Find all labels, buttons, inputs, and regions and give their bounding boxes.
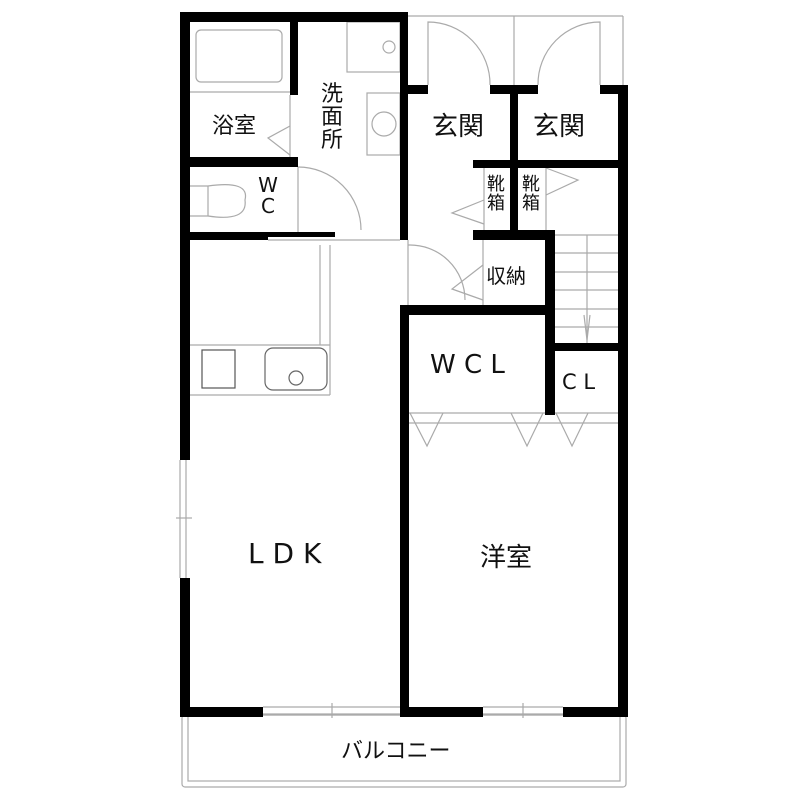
room-label-washroom: 洗 面 所: [320, 82, 343, 154]
wall-right: [618, 85, 628, 717]
wall-storage-top: [473, 230, 555, 240]
wall-washroom-right: [400, 12, 408, 240]
wall-entrance-top-right: [600, 85, 628, 94]
room-label-shoebox-1: 靴 箱: [487, 174, 505, 214]
wall-bottom-left: [180, 707, 263, 717]
room-label-closet: C L: [562, 370, 596, 394]
wall-top: [180, 12, 408, 22]
room-label-storage: 収納: [486, 264, 526, 288]
wall-bath-divider: [290, 22, 298, 95]
room-label-entrance-2: 玄関: [533, 112, 586, 142]
wall-bath-wc: [180, 157, 298, 167]
room-label-ldk: L D K: [248, 537, 322, 570]
room-label-bathroom: 浴室: [212, 114, 257, 139]
wall-stair-bottom: [545, 343, 628, 351]
room-label-shoebox-2: 靴 箱: [522, 174, 540, 214]
room-label-walk-in-closet: W C L: [430, 350, 505, 380]
room-label-entrance-1: 玄関: [432, 112, 485, 142]
wall-wcl-top: [400, 305, 555, 315]
wall-bottom-mid: [400, 707, 483, 717]
wall-shoebox-top: [473, 160, 628, 168]
wall-entrance-top-left: [400, 85, 428, 94]
wall-bottom-right: [563, 707, 628, 717]
wall-stair-left: [545, 230, 555, 415]
room-label-western-room: 洋室: [480, 543, 533, 573]
room-label-toilet: W C: [258, 173, 278, 218]
room-label-balcony: バルコニー: [341, 739, 451, 764]
wall-wc-bottom: [180, 232, 268, 240]
entrance-door-2: [537, 21, 601, 86]
wall-wc-bottom-thin: [268, 232, 335, 237]
wall-left-lower: [180, 578, 190, 717]
entrance-door-1: [427, 21, 491, 86]
wall-ldk-right: [400, 305, 409, 717]
